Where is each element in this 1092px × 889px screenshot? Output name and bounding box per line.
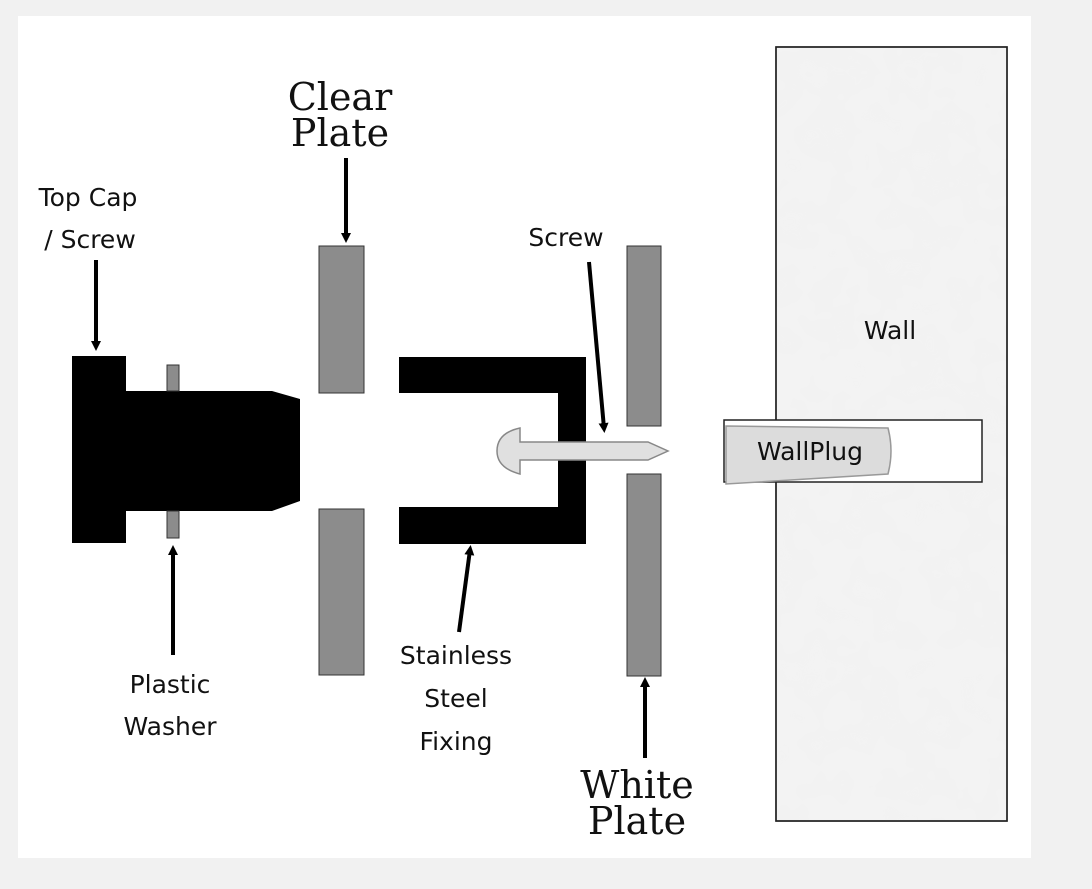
clear-plate-label-line1: Clear xyxy=(288,75,393,119)
wallplug: WallPlug xyxy=(725,425,892,485)
callout-arrows xyxy=(91,158,650,758)
white-plate-top xyxy=(626,245,662,427)
top-cap xyxy=(72,356,300,543)
plastic-washer xyxy=(166,364,180,539)
top-cap-body xyxy=(72,356,300,543)
screw-label: Screw xyxy=(528,223,603,252)
clear-plate-bottom xyxy=(318,508,365,676)
fixing-label-line2: Steel xyxy=(424,684,487,713)
callout-labels: Clear Plate Top Cap / Screw Screw Plasti… xyxy=(38,75,694,843)
screw-body xyxy=(496,427,670,475)
clear-plate-top xyxy=(318,245,365,394)
white-plate-label-line1: White xyxy=(580,763,693,807)
screw-arrow xyxy=(587,261,609,433)
wallplug-label: WallPlug xyxy=(757,437,863,466)
clear-plate-label-line2: Plate xyxy=(291,111,389,155)
fixing-body xyxy=(399,357,586,544)
white-plate xyxy=(626,245,662,677)
fixing-label-line1: Stainless xyxy=(400,641,512,670)
plastic-washer-bottom xyxy=(166,510,180,539)
top-cap-label-line1: Top Cap xyxy=(38,183,138,212)
white-plate-bottom xyxy=(626,473,662,677)
plastic-washer-top xyxy=(166,364,180,392)
fixing-label-line3: Fixing xyxy=(420,727,493,756)
screw xyxy=(496,427,670,475)
white-plate-label-line2: Plate xyxy=(588,799,686,843)
plastic-washer-label-line1: Plastic xyxy=(130,670,211,699)
top-cap-label-line2: / Screw xyxy=(44,225,136,254)
plastic-washer-label-line2: Washer xyxy=(124,712,218,741)
clear-plate xyxy=(318,245,365,676)
wall-label: Wall xyxy=(864,316,916,345)
wallplug-body xyxy=(725,425,892,485)
stainless-steel-fixing xyxy=(399,357,586,544)
fixing-arrow xyxy=(457,545,475,633)
